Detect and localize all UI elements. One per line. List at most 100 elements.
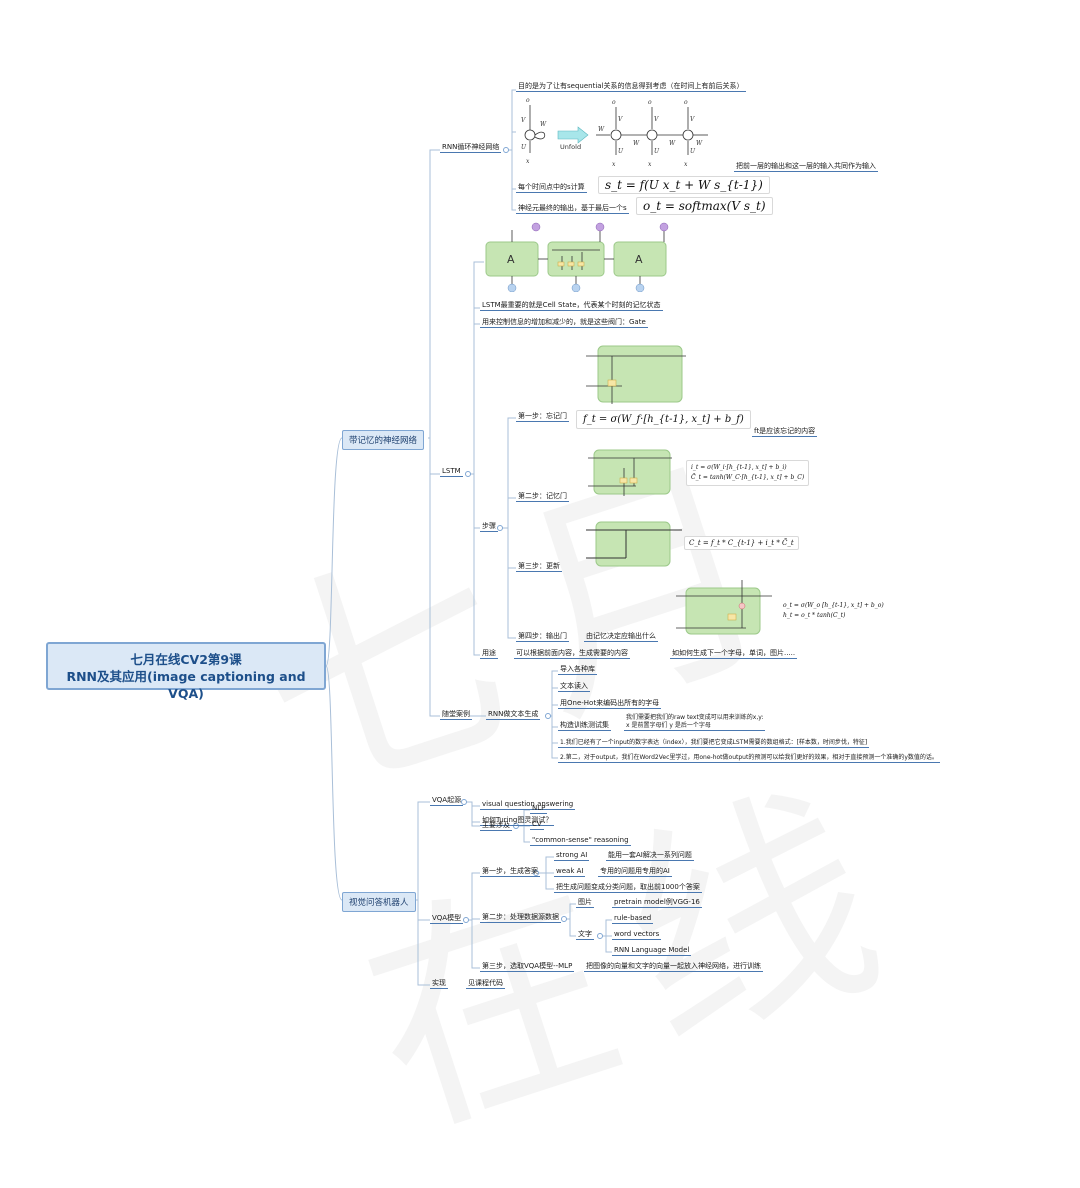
formula-update: C_t = f_t * C_{t-1} + i_t * C̃_t	[684, 536, 799, 550]
svg-text:W: W	[598, 126, 605, 133]
node-rnn[interactable]: RNN循环神经网络	[440, 143, 502, 153]
memory-gate-diagram	[588, 449, 672, 496]
node-step4[interactable]: 第四步：输出门	[516, 632, 569, 642]
node-lstm-cell-state[interactable]: LSTM最重要的就是Cell State，代表某个时刻的记忆状态	[480, 301, 663, 311]
node-impl-desc[interactable]: 见课程代码	[466, 979, 505, 989]
train-desc-line2: x 是前置字母们 y 是后一个字母	[626, 722, 711, 729]
svg-text:U: U	[654, 148, 660, 155]
formula-memory-i: i_t = σ(W_i·[h_{t-1}, x_t] + b_i)	[691, 464, 787, 471]
node-step3[interactable]: 第三步：更新	[516, 562, 562, 572]
node-example-note-1[interactable]: 1.我们已经有了一个input的数字表达（index），我们要把它变成LSTM需…	[558, 739, 870, 748]
node-vqa-model[interactable]: VQA模型	[430, 914, 464, 924]
node-usage-example[interactable]: 如如何生成下一个字母，单词，图片.....	[670, 649, 798, 659]
svg-text:V: V	[521, 117, 526, 124]
node-step4-note[interactable]: 由记忆决定应输出什么	[584, 632, 658, 642]
node-rnn-goal[interactable]: 目的是为了让有sequential关系的信息得到考虑（在时间上有前后关系）	[516, 82, 746, 92]
node-vqa-cv[interactable]: CV	[530, 820, 544, 830]
formula-o: o_t = softmax(V s_t)	[636, 197, 773, 215]
node-usage-text[interactable]: 可以根据前面内容，生成需要的内容	[514, 649, 630, 659]
node-vqa-step3-desc[interactable]: 把图像的向量和文字的向量一起放入神经网络，进行训练	[584, 962, 763, 972]
node-image-desc[interactable]: pretrain model例VGG-16	[612, 898, 702, 908]
unfold-label: Unfold	[560, 143, 581, 151]
output-gate-diagram	[676, 580, 772, 635]
node-example-item-1[interactable]: 导入各种库	[558, 665, 597, 675]
svg-text:x: x	[526, 158, 530, 165]
train-desc-line1: 我们需要把我们的raw text变成可以用来训练的x,y:	[626, 714, 764, 721]
node-vqa-step3[interactable]: 第三步，选取VQA模型--MLP	[480, 962, 575, 972]
formula-output-o: o_t = σ(W_o [h_{t-1}, x_t] + b_o)	[783, 602, 884, 609]
node-train-test-desc[interactable]: 我们需要把我们的raw text变成可以用来训练的x,y: x 是前置字母们 y…	[624, 714, 766, 731]
node-usage[interactable]: 用途	[480, 649, 498, 659]
node-example-note-2[interactable]: 2.第二，对于output，我们在Word2Vec里学过，用one-hot做ou…	[558, 754, 940, 763]
mindmap-canvas: 七月在线	[46, 82, 940, 1175]
node-weak-ai-desc[interactable]: 专用的问题用专用的AI	[598, 867, 672, 877]
root-topic[interactable]: 七月在线CV2第9课 RNN及其应用(image captioning and …	[46, 642, 326, 701]
svg-text:W: W	[696, 140, 703, 147]
node-vqa-full[interactable]: visual question answering	[480, 800, 576, 810]
svg-text:U: U	[690, 148, 696, 155]
svg-text:U: U	[521, 144, 527, 151]
node-rule-based[interactable]: rule-based	[612, 914, 654, 924]
node-vqa-involve[interactable]: 主要涉及	[480, 821, 512, 831]
node-step1[interactable]: 第一步：忘记门	[516, 412, 569, 422]
node-strong-ai-desc[interactable]: 能用一套AI解决一系列问题	[606, 851, 694, 861]
node-lstm-gate[interactable]: 用来控制信息的增加和减少的，就是这些阀门：Gate	[480, 318, 648, 328]
node-lstm-steps[interactable]: 步骤	[480, 522, 498, 532]
node-word-vectors[interactable]: word vectors	[612, 930, 662, 940]
svg-text:o: o	[648, 99, 652, 106]
node-image[interactable]: 图片	[576, 898, 594, 908]
svg-text:V: V	[618, 116, 623, 123]
svg-text:x: x	[648, 161, 652, 168]
node-weak-ai[interactable]: weak AI	[554, 867, 586, 877]
root-title-line2: RNN及其应用(image captioning and VQA)	[66, 669, 306, 701]
node-impl[interactable]: 实现	[430, 979, 448, 989]
update-diagram	[586, 521, 682, 567]
formula-forget: f_t = σ(W_f·[h_{t-1}, x_t] + b_f)	[576, 410, 751, 429]
svg-text:o: o	[684, 99, 688, 106]
topic-vqa[interactable]: 视觉问答机器人	[342, 892, 416, 912]
node-vqa-step1[interactable]: 第一步，生成答案	[480, 867, 540, 877]
node-vqa-test[interactable]: 如何Turing图灵测试？	[480, 816, 555, 826]
node-vqa-common[interactable]: "common-sense" reasoning	[530, 836, 631, 846]
node-train-test[interactable]: 构造训练测试集	[558, 721, 611, 731]
formula-s: s_t = f(U x_t + W s_{t-1})	[598, 176, 770, 194]
svg-text:W: W	[540, 121, 547, 128]
svg-text:W: W	[633, 140, 640, 147]
node-rnn-prev-output[interactable]: 把前一层的输出和这一层的输入共同作为输入	[734, 162, 878, 172]
node-step2[interactable]: 第二步：记忆门	[516, 492, 569, 502]
node-rnn-lm[interactable]: RNN Language Model	[612, 946, 692, 956]
formula-output-gate: o_t = σ(W_o [h_{t-1}, x_t] + b_o) h_t = …	[778, 598, 889, 624]
node-vqa-origin[interactable]: VQA起源	[430, 796, 464, 806]
forget-gate-diagram	[586, 345, 686, 404]
formula-output-h: h_t = o_t * tanh(C_t)	[783, 612, 846, 619]
node-rnn-output[interactable]: 神经元最终的输出，基于最后一个s	[516, 204, 629, 214]
node-lstm[interactable]: LSTM	[440, 467, 463, 477]
svg-text:x: x	[612, 161, 616, 168]
svg-text:o: o	[612, 99, 616, 106]
node-vqa-nlp[interactable]: NLP	[530, 804, 548, 814]
chain-a-right: A	[635, 253, 643, 266]
node-top1000[interactable]: 把生成问题变成分类问题，取出前1000个答案	[554, 883, 702, 893]
topic-memory-network[interactable]: 带记忆的神经网络	[342, 430, 425, 450]
formula-memory-gate: i_t = σ(W_i·[h_{t-1}, x_t] + b_i) C̃_t =…	[686, 460, 810, 486]
root-title-line1: 七月在线CV2第9课	[130, 652, 242, 667]
node-strong-ai[interactable]: strong AI	[554, 851, 590, 861]
svg-text:o: o	[526, 97, 530, 104]
node-vqa-step2[interactable]: 第二步：处理数据源数据	[480, 913, 561, 923]
svg-text:U: U	[618, 148, 624, 155]
node-example-item-2[interactable]: 文本读入	[558, 682, 590, 692]
svg-text:V: V	[654, 116, 659, 123]
node-step1-note[interactable]: ft是应该忘记的内容	[752, 427, 818, 437]
lstm-chain-diagram: A A	[485, 222, 669, 292]
node-text[interactable]: 文字	[576, 930, 594, 940]
node-example-item-3[interactable]: 用One-Hot来编码出所有的字母	[558, 699, 662, 709]
connector-lines	[325, 89, 612, 986]
svg-text:V: V	[690, 116, 695, 123]
node-rnn-text-gen[interactable]: RNN做文本生成	[486, 710, 541, 720]
svg-text:W: W	[669, 140, 676, 147]
formula-memory-c: C̃_t = tanh(W_C·[h_{t-1}, x_t] + b_C)	[691, 474, 805, 481]
node-example[interactable]: 随堂案例	[440, 710, 472, 720]
node-rnn-s-calc[interactable]: 每个时间点中的s计算	[516, 183, 587, 193]
svg-text:x: x	[684, 161, 688, 168]
